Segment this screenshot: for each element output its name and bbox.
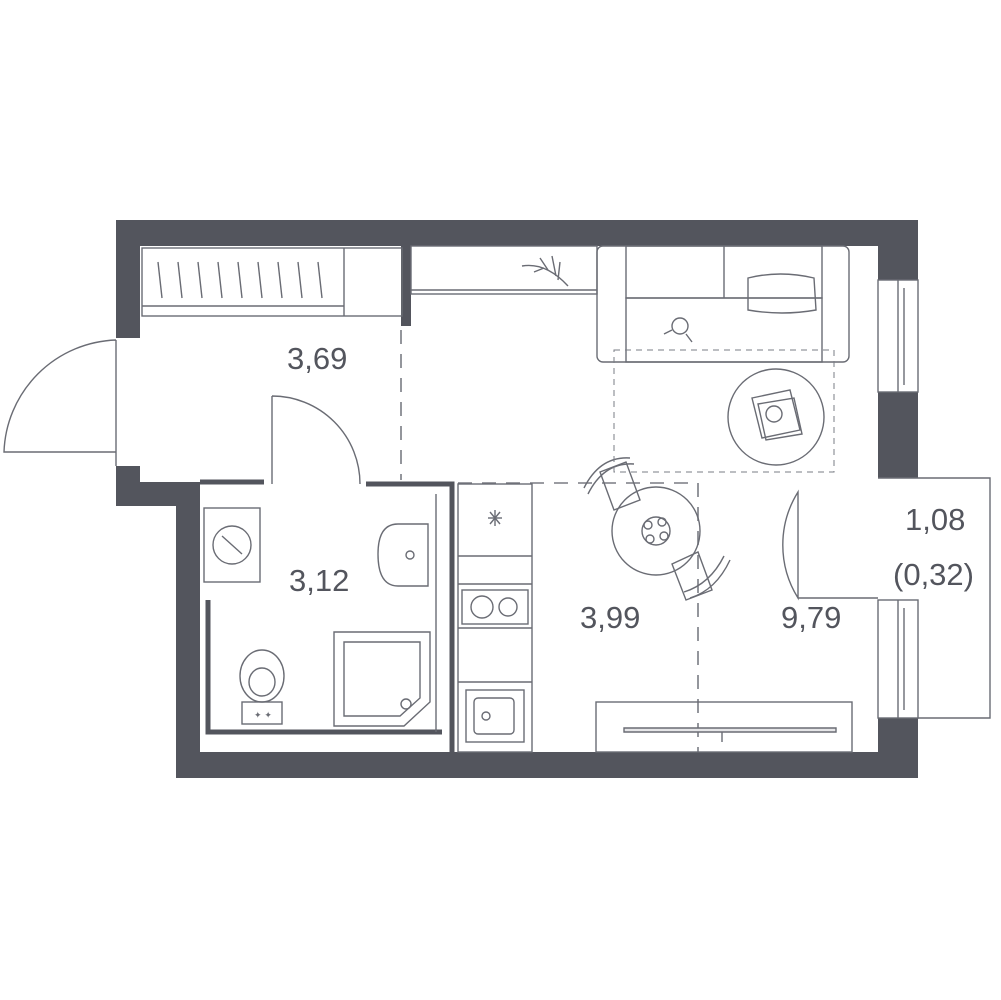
bathroom-area-label: 3,12	[289, 563, 349, 598]
living-room-area-label: 9,79	[781, 600, 841, 635]
zone-dividers	[400, 330, 699, 752]
washing-machine-icon	[203, 507, 261, 583]
coffee-table-icon	[727, 368, 825, 466]
rug	[613, 349, 835, 473]
kitchen-area-label: 3,99	[580, 600, 640, 635]
bathroom-sink-icon	[377, 523, 429, 587]
window-lower	[877, 599, 919, 719]
balcony-area-label: 1,08	[905, 502, 965, 537]
dining-table-icon	[583, 457, 731, 601]
window-upper	[877, 279, 919, 393]
living-room	[410, 245, 853, 753]
sofa-icon	[596, 245, 850, 363]
hallway-area-label: 3,69	[287, 341, 347, 376]
balcony	[782, 477, 991, 719]
wardrobe-hangers	[157, 261, 323, 299]
svg-text:✦ ✦: ✦ ✦	[254, 711, 272, 721]
balcony-reduced-area-label: (0,32)	[893, 557, 974, 592]
shower-tray-icon	[333, 631, 431, 727]
toy-icon	[663, 317, 693, 343]
walls	[116, 220, 918, 778]
kitchen-sink-icon	[465, 689, 525, 743]
chair-icon	[671, 551, 731, 601]
bathroom: ✦ ✦	[200, 479, 455, 752]
toilet-icon: ✦ ✦	[239, 649, 285, 725]
cooktop-icon	[461, 589, 529, 625]
kitchen-counter	[457, 483, 533, 753]
wardrobe	[141, 247, 403, 317]
hallway	[3, 247, 403, 485]
chair-icon	[583, 457, 641, 511]
plant-icon	[521, 255, 569, 287]
fridge-icon	[488, 510, 502, 526]
entrance-door	[3, 339, 117, 466]
tv-stand-icon	[595, 701, 853, 753]
bathroom-door	[271, 395, 361, 485]
kitchen	[457, 483, 533, 753]
